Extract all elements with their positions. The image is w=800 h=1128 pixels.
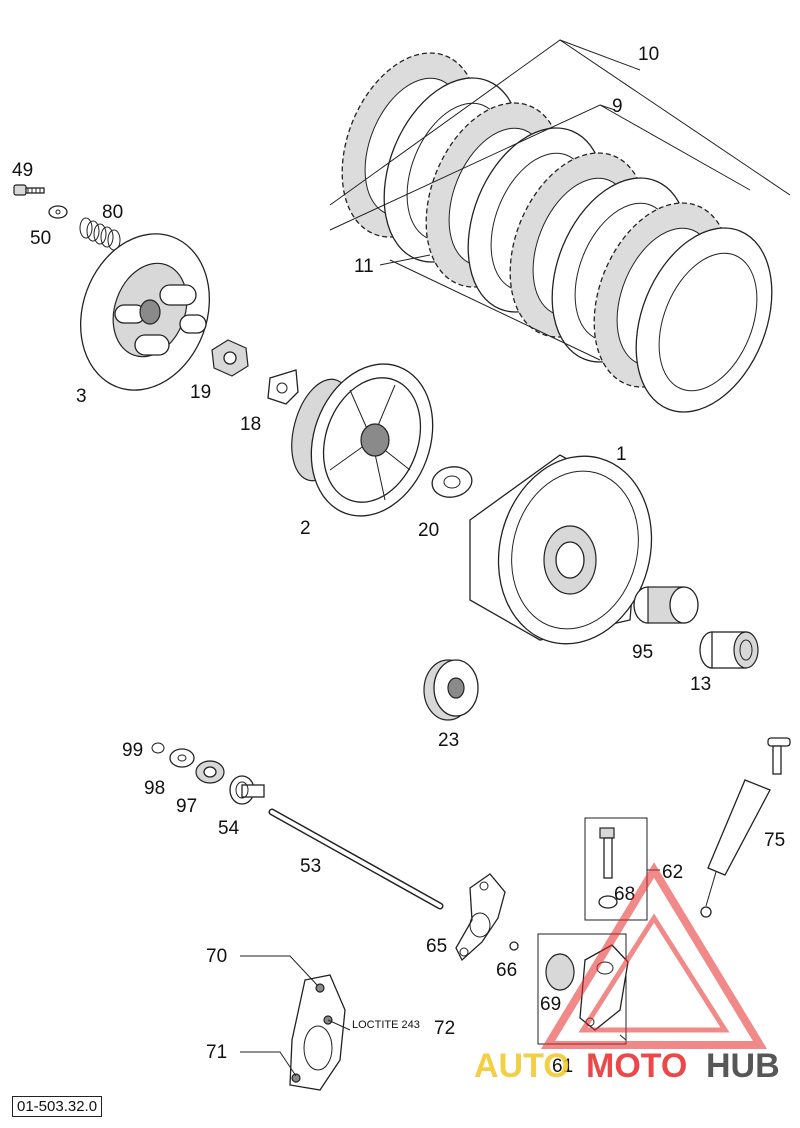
callout-65: 65	[426, 936, 447, 957]
gasket-65	[455, 873, 506, 962]
washer-98	[169, 748, 195, 768]
circlip-99	[151, 742, 165, 754]
clutch-disc-bore	[658, 252, 758, 392]
callout-72: 72	[434, 1018, 455, 1039]
gear-23	[423, 659, 479, 721]
callout-2: 2	[300, 518, 311, 539]
callout-13: 13	[690, 674, 711, 695]
lock-washer-18	[267, 369, 299, 405]
callout-69: 69	[540, 994, 561, 1015]
callout-1: 1	[616, 444, 627, 465]
needle-bearing-95	[633, 586, 699, 624]
watermark-logo	[540, 862, 768, 1049]
callout-97: 97	[176, 796, 197, 817]
callout-53: 53	[300, 856, 321, 877]
ball-66	[509, 941, 519, 951]
callout-10: 10	[638, 44, 659, 65]
callout-50: 50	[30, 228, 51, 249]
callout-71: 71	[206, 1042, 227, 1063]
loctite-note: LOCTITE 243	[352, 1019, 420, 1031]
bushing-13	[699, 631, 759, 669]
callout-54: 54	[218, 818, 240, 839]
clutch-basket-1	[469, 454, 653, 645]
callout-95: 95	[632, 642, 653, 663]
watermark-text: AUTO MOTO HUB	[474, 1047, 780, 1085]
callout-49: 49	[12, 160, 33, 181]
watermark-hub: HUB	[706, 1047, 780, 1085]
callout-66: 66	[496, 960, 517, 981]
clutch-cover-lever	[240, 955, 351, 1091]
callout-70: 70	[206, 946, 227, 967]
callout-18: 18	[240, 414, 261, 435]
callout-9: 9	[612, 96, 623, 117]
pressure-plate-3	[79, 233, 211, 391]
callout-80: 80	[102, 202, 123, 223]
callout-61: 61	[552, 1056, 573, 1077]
washer-50	[48, 205, 68, 219]
inner-hub-2	[291, 363, 434, 517]
clutch-plate-stack	[329, 39, 791, 413]
watermark-auto: AUTO	[474, 1047, 570, 1085]
callout-98: 98	[144, 778, 165, 799]
pressure-piece-54	[229, 775, 265, 805]
callout-11: 11	[354, 256, 374, 277]
thrust-washer-20	[431, 466, 473, 498]
callout-19: 19	[190, 382, 211, 403]
callout-20: 20	[418, 520, 439, 541]
callout-75: 75	[764, 830, 785, 851]
callout-99: 99	[122, 740, 143, 761]
bleeder-assembly-62	[584, 817, 660, 921]
callout-labels: 10 9 11 49 80 50 3 19 18 2 20 1 95 13 23…	[12, 44, 785, 1077]
callout-68: 68	[614, 884, 635, 905]
diagram-part-number: 01-503.32.0	[12, 1096, 103, 1117]
syringe-75	[700, 737, 791, 918]
callout-3: 3	[76, 386, 87, 407]
callout-62: 62	[662, 862, 683, 883]
bolt-49	[13, 184, 45, 196]
watermark-moto: MOTO	[586, 1047, 687, 1085]
callout-23: 23	[438, 730, 459, 751]
